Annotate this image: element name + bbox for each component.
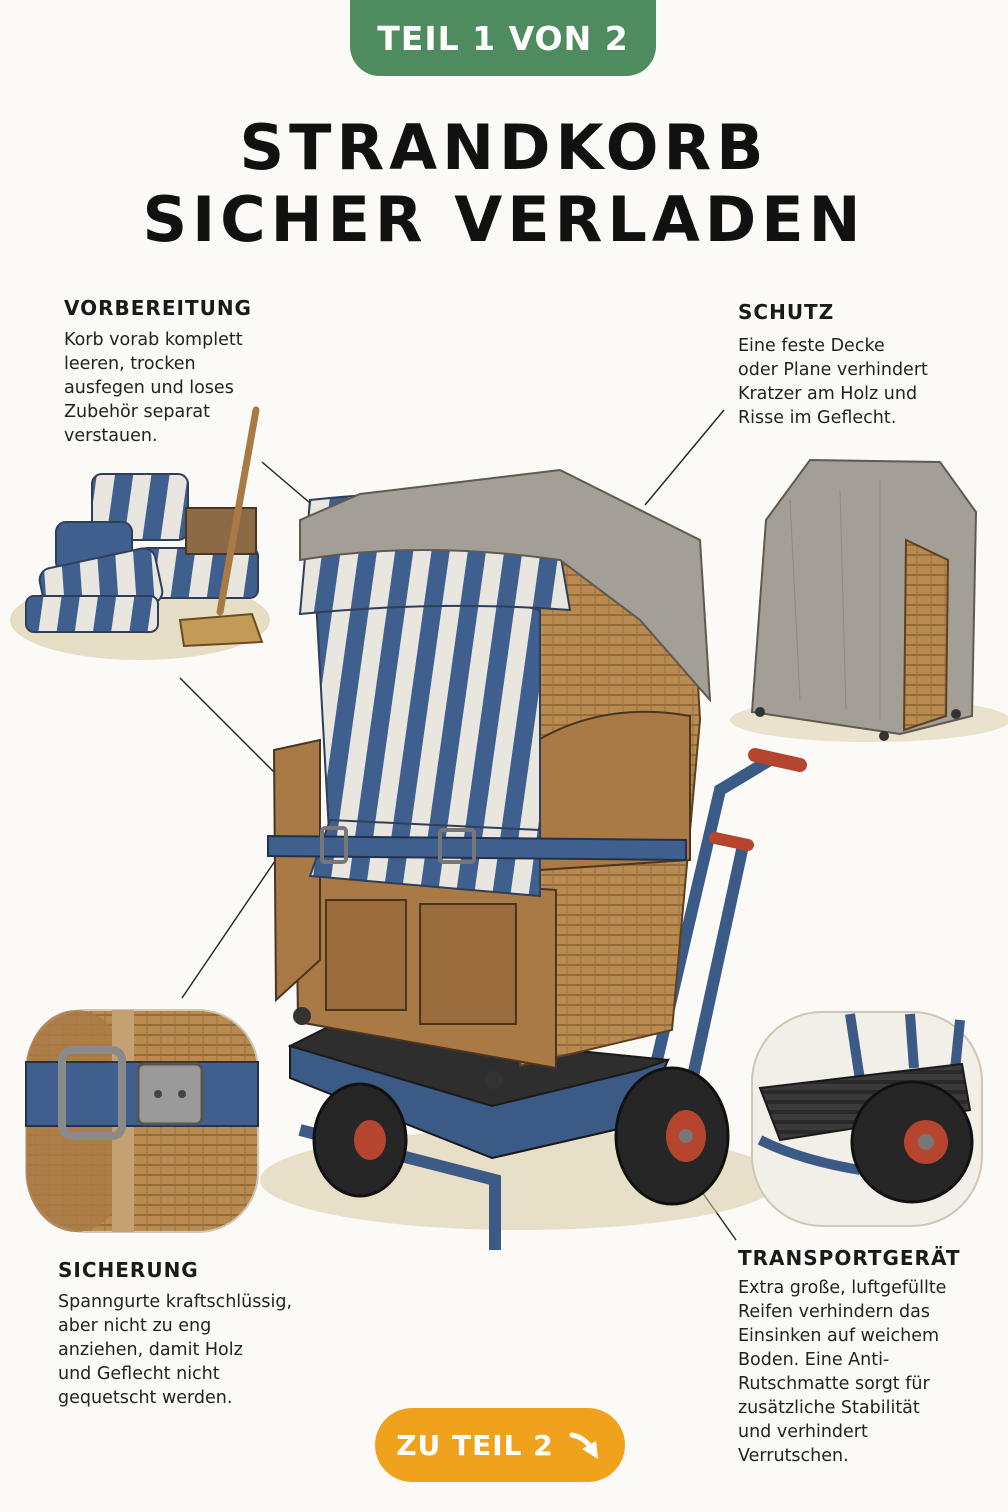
cart-wheel-closeup (751, 1011, 983, 1227)
covered-strandkorb-illustration (730, 458, 1008, 742)
transportgeraet-line: und verhindert (738, 1422, 868, 1442)
vorbereitung-line: leeren, trocken (64, 354, 196, 374)
schutz-line: Kratzer am Holz und (738, 384, 918, 404)
transportgeraet-line: Verrutschen. (738, 1446, 849, 1466)
arrow-down-right-icon (569, 1432, 598, 1459)
vorbereitung-heading: VORBEREITUNG (64, 296, 252, 320)
sicherung-line: und Geflecht nicht (58, 1364, 220, 1384)
transportgeraet-text: Extra große, luftgefüllte Reifen verhind… (738, 1276, 946, 1468)
schutz-line: Eine feste Decke (738, 336, 885, 356)
strandkorb-on-cart-illustration (260, 468, 807, 1250)
vorbereitung-line: ausfegen und loses (64, 378, 234, 398)
sicherung-line: gequetscht werden. (58, 1388, 233, 1408)
vorbereitung-line: Korb vorab komplett (64, 330, 243, 350)
transportgeraet-line: zusätzliche Stabilität (738, 1398, 920, 1418)
page-title-line1: STRANDKORB (239, 111, 769, 184)
schutz-text: Eine feste Decke oder Plane verhindert K… (738, 334, 928, 430)
vorbereitung-text: Korb vorab komplett leeren, trocken ausf… (64, 328, 243, 448)
transportgeraet-line: Boden. Eine Anti- (738, 1350, 890, 1370)
part-badge: TEIL 1 VON 2 (350, 0, 656, 76)
transportgeraet-heading: TRANSPORTGERÄT (738, 1246, 961, 1270)
next-part-button[interactable]: ZU TEIL 2 (375, 1408, 625, 1482)
transportgeraet-line: Einsinken auf weichem (738, 1326, 940, 1346)
strap-buckle-closeup (25, 1009, 259, 1233)
cushions-broom-illustration (10, 406, 270, 660)
schutz-line: oder Plane verhindert (738, 360, 928, 380)
sicherung-text: Spanngurte kraftschlüssig, aber nicht zu… (58, 1290, 292, 1410)
page-title: STRANDKORB SICHER VERLADEN (0, 112, 1008, 256)
sicherung-line: Spanngurte kraftschlüssig, (58, 1292, 293, 1312)
schutz-heading: SCHUTZ (738, 300, 835, 324)
part-badge-label: TEIL 1 VON 2 (377, 18, 629, 58)
next-part-button-label: ZU TEIL 2 (396, 1428, 554, 1462)
vorbereitung-line: verstauen. (64, 426, 158, 446)
transportgeraet-line: Extra große, luftgefüllte (738, 1278, 947, 1298)
transportgeraet-line: Reifen verhindern das (738, 1302, 931, 1322)
page-title-line2: SICHER VERLADEN (142, 183, 866, 256)
sicherung-heading: SICHERUNG (58, 1258, 199, 1282)
schutz-line: Risse im Geflecht. (738, 408, 897, 428)
sicherung-line: anziehen, damit Holz (58, 1340, 243, 1360)
transportgeraet-line: Rutschmatte sorgt für (738, 1374, 930, 1394)
vorbereitung-line: Zubehör separat (64, 402, 211, 422)
sicherung-line: aber nicht zu eng (58, 1316, 212, 1336)
